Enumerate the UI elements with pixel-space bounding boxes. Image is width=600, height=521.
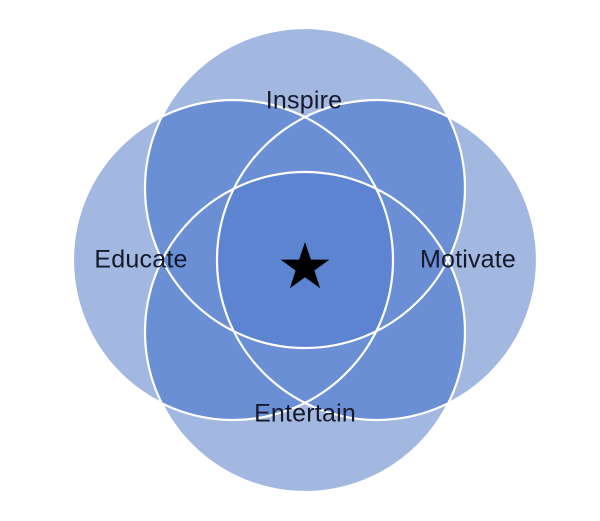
circle-outline-educate <box>71 98 395 422</box>
star-icon <box>280 242 330 289</box>
circle-outline-motivate <box>215 98 539 422</box>
circle-outlines <box>71 26 539 494</box>
circle-label-motivate: Motivate <box>419 245 517 274</box>
circle-label-inspire: Inspire <box>265 86 343 115</box>
circle-outline-entertain <box>143 170 467 494</box>
center-intersection <box>217 172 393 348</box>
circle-label-entertain: Entertain <box>254 399 356 428</box>
center-intersection-fill <box>217 172 393 348</box>
circle-outline-inspire <box>143 26 467 350</box>
circle-label-educate: Educate <box>94 245 188 274</box>
